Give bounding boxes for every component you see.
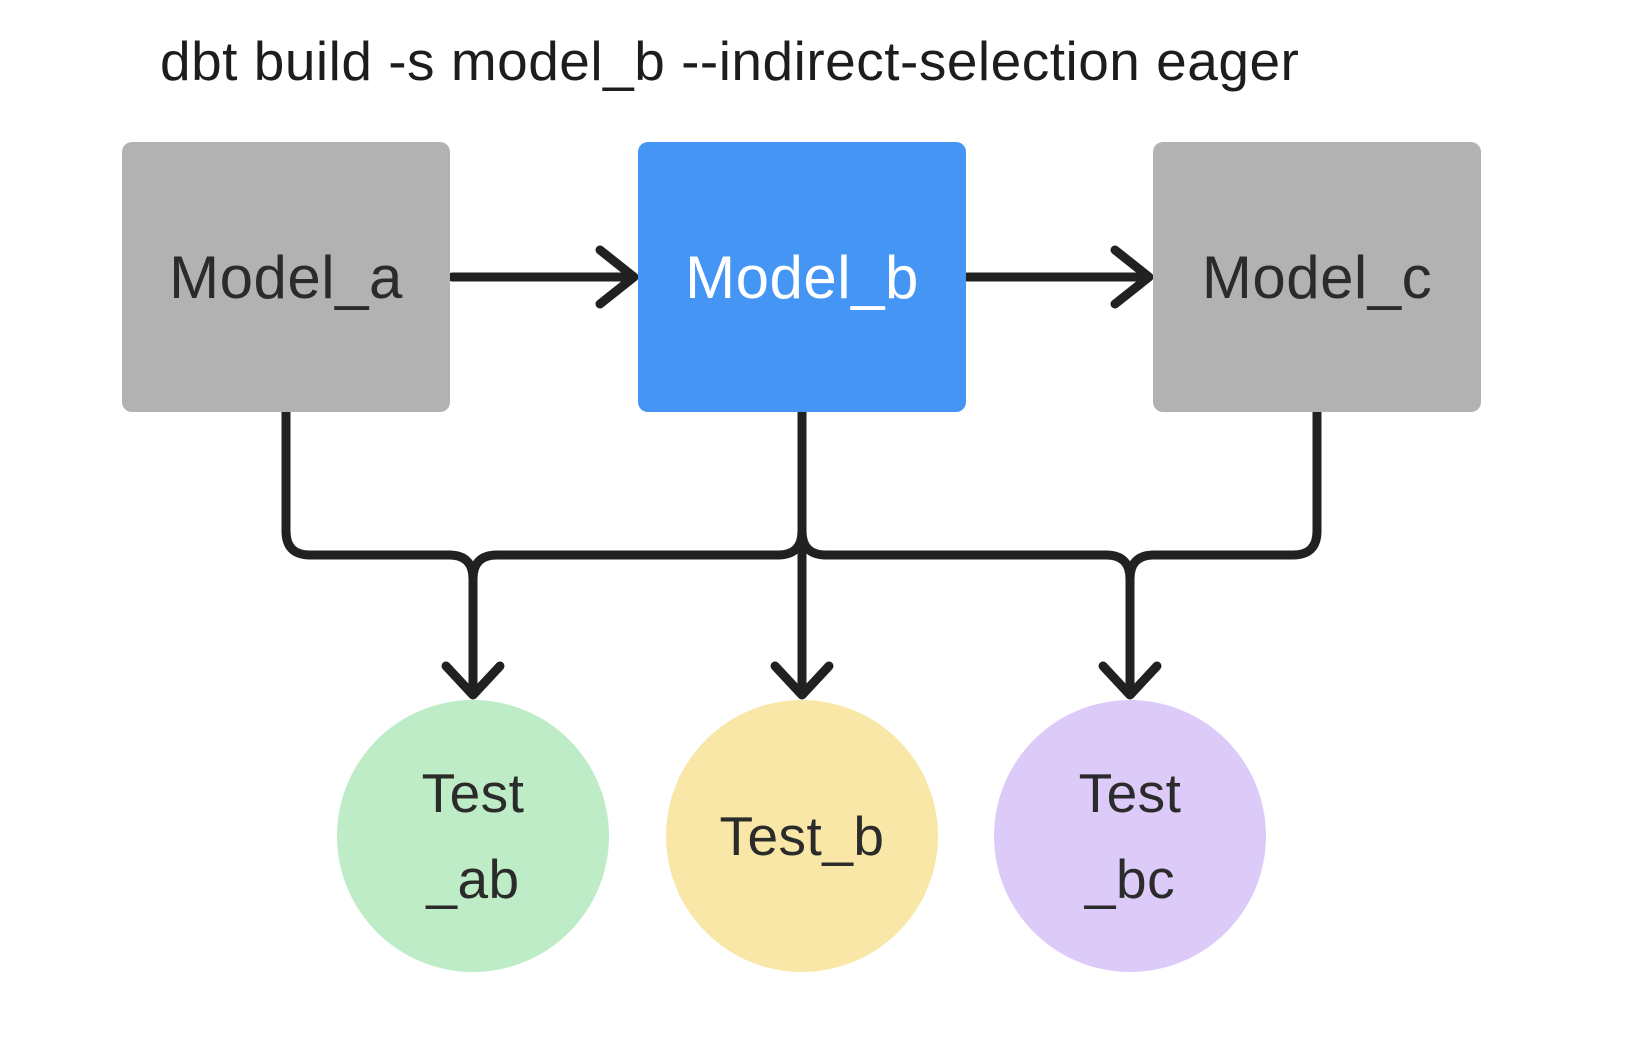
- node-model-b-label: Model_b: [685, 243, 919, 311]
- node-test-bc-label-line1: Test: [1078, 762, 1182, 824]
- node-test-b: Test_b: [666, 700, 938, 972]
- edge-model-b-to-test-bc: [797, 407, 1135, 694]
- edge-model-c-to-test-bc: [1125, 407, 1322, 584]
- node-test-ab-label-line2: _ab: [426, 848, 520, 910]
- arrowhead-model-b: [595, 245, 639, 309]
- node-model-a-label: Model_a: [169, 243, 403, 311]
- edge-model-a-to-test-ab: [281, 407, 478, 694]
- arrowhead-model-c: [1110, 245, 1154, 309]
- arrowhead-test-ab: [441, 661, 505, 700]
- arrowhead-test-b: [770, 661, 834, 700]
- node-model-a: Model_a: [122, 142, 450, 412]
- command-title: dbt build -s model_b --indirect-selectio…: [160, 30, 1300, 92]
- node-model-c: Model_c: [1153, 142, 1481, 412]
- node-test-b-label-line1: Test_b: [719, 805, 885, 867]
- node-model-b: Model_b: [638, 142, 966, 412]
- edge-model-b-to-test-ab: [468, 407, 807, 584]
- arrowhead-test-bc: [1098, 661, 1162, 700]
- node-test-ab: Test _ab: [337, 700, 609, 972]
- node-test-ab-label-line1: Test: [421, 762, 525, 824]
- node-model-c-label: Model_c: [1201, 243, 1433, 311]
- node-test-bc-label-line2: _bc: [1084, 848, 1176, 910]
- node-test-bc: Test _bc: [994, 700, 1266, 972]
